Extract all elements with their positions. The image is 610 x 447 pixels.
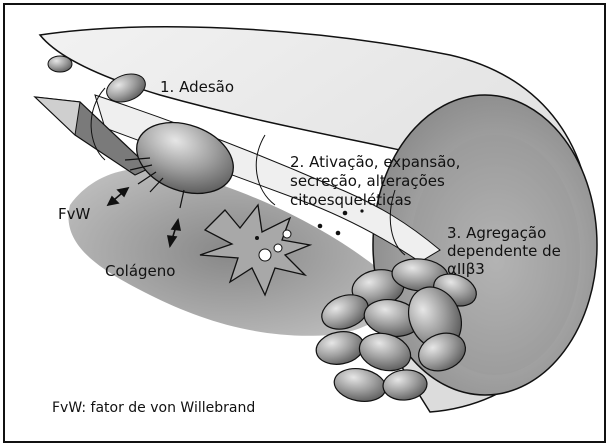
label-step2-line3: citoesqueléticas — [290, 191, 412, 209]
label-step2-line1: 2. Ativação, expansão, — [290, 153, 460, 171]
label-fvw: FvW — [58, 205, 91, 223]
granule-2 — [274, 244, 282, 252]
label-step1: 1. Adesão — [160, 78, 234, 96]
label-step3-line1: 3. Agregação — [447, 224, 546, 242]
label-step3-line3: αIIβ3 — [447, 260, 485, 278]
label-colageno: Colágeno — [105, 262, 175, 280]
platelet-flow-1 — [48, 56, 72, 72]
legend-text: FvW: fator de von Willebrand — [52, 400, 255, 416]
granule-4 — [255, 236, 259, 240]
label-step2-line2: secreção, alterações — [290, 172, 445, 190]
granule-1 — [259, 249, 271, 261]
label-step3-line2: dependente de — [447, 242, 561, 260]
granule-3 — [283, 230, 291, 238]
